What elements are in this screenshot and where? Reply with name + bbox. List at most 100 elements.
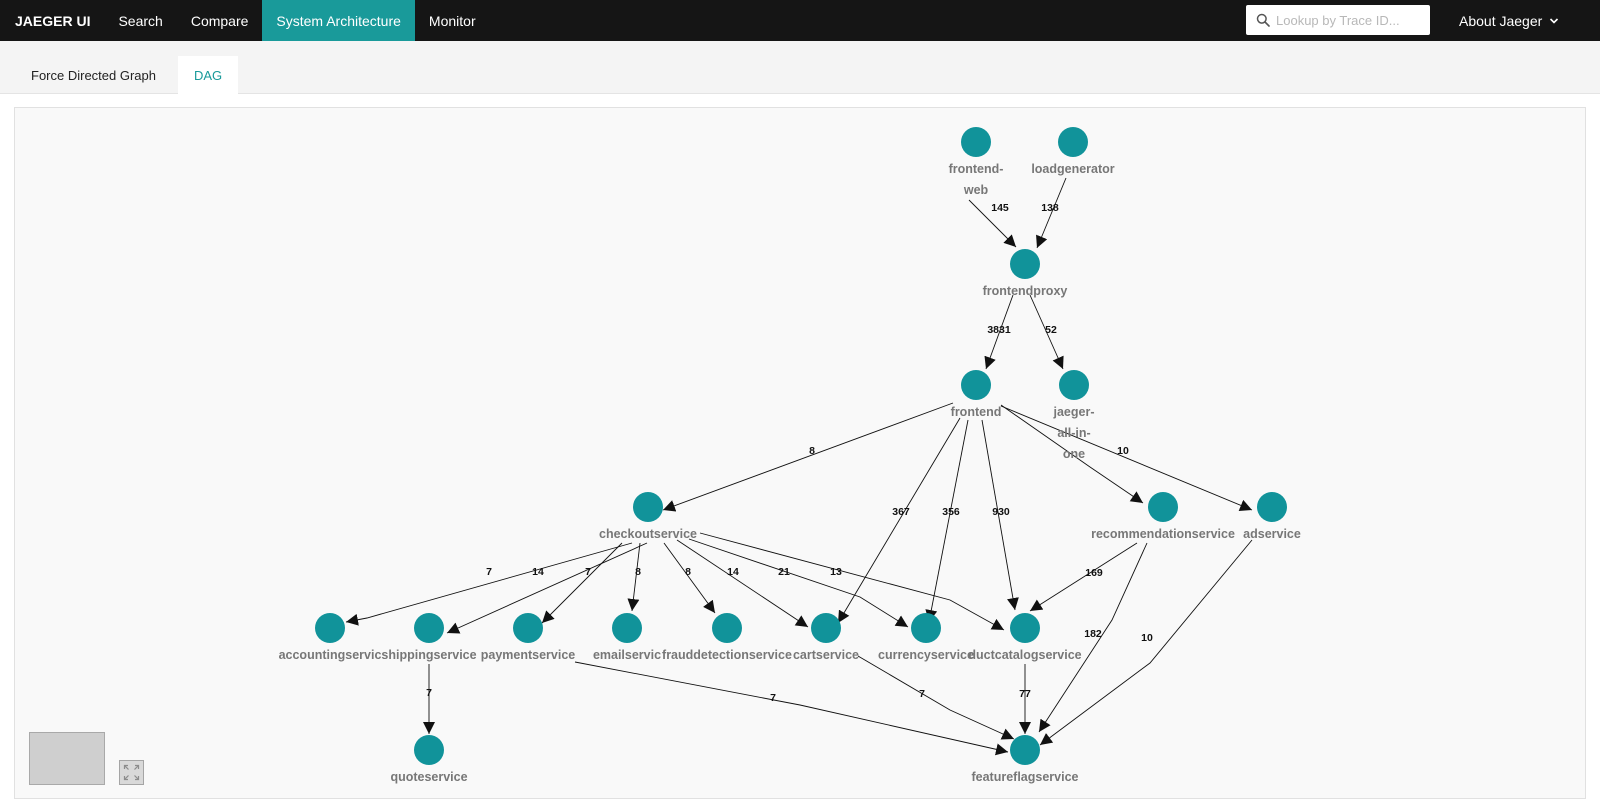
edge-productcatalogservice-to-featureflagservice: 77 [1019, 664, 1031, 734]
edge-line [1039, 539, 1253, 746]
service-node-label: one [1063, 447, 1085, 461]
node-productcatalogservice[interactable]: ductcatalogservice [968, 613, 1082, 662]
edge-checkoutservice-to-paymentservice: 7 [541, 542, 623, 624]
service-node-circle[interactable] [1148, 492, 1178, 522]
nav-item-monitor[interactable]: Monitor [428, 12, 476, 29]
node-jaeger-all-in-one[interactable]: jaeger-all-in-one [1053, 370, 1095, 461]
brand-logo[interactable]: JAEGER UI [15, 12, 91, 29]
service-node-label: cartservice [793, 648, 859, 662]
service-node-circle[interactable] [961, 370, 991, 400]
edge-line [663, 542, 716, 614]
node-frontend[interactable]: frontend [951, 370, 1002, 419]
service-node-label: all-in- [1057, 426, 1090, 440]
node-loadgenerator[interactable]: loadgenerator [1031, 127, 1115, 176]
edge-call-count: 8 [685, 566, 691, 578]
edge-line [541, 542, 623, 624]
service-node-circle[interactable] [1010, 249, 1040, 279]
tab-dag[interactable]: DAG [178, 56, 239, 94]
edge-line [1029, 294, 1064, 370]
service-node-circle[interactable] [633, 492, 663, 522]
edge-checkoutservice-to-frauddetectionservice: 8 [663, 542, 716, 614]
node-paymentservice[interactable]: paymentservice [481, 613, 576, 662]
edge-checkoutservice-to-shippingservice: 14 [446, 542, 648, 634]
edge-call-count: 52 [1045, 324, 1057, 336]
search-icon [1256, 13, 1270, 27]
service-node-circle[interactable] [911, 613, 941, 643]
edge-paymentservice-to-featureflagservice: 7 [574, 661, 1009, 756]
node-adservice[interactable]: adservice [1243, 492, 1301, 541]
node-cartservice[interactable]: cartservice [793, 613, 859, 662]
fit-to-view-button[interactable] [119, 760, 144, 785]
service-node-label: adservice [1243, 527, 1301, 541]
edge-call-count: 356 [942, 506, 960, 518]
service-node-label: frontend [951, 405, 1002, 419]
service-node-circle[interactable] [961, 127, 991, 157]
service-node-circle[interactable] [414, 613, 444, 643]
node-shippingservice[interactable]: shippingservice [381, 613, 477, 662]
service-node-label: featureflagservice [971, 770, 1078, 784]
node-frontend-web[interactable]: frontend-web [949, 127, 1004, 197]
about-jaeger-menu[interactable]: About Jaeger [1459, 0, 1559, 41]
node-quoteservice[interactable]: quoteservice [390, 735, 468, 784]
edge-call-count: 77 [1019, 688, 1031, 700]
node-emailservice[interactable]: emailservic [593, 613, 661, 662]
service-node-label: jaeger- [1053, 405, 1095, 419]
edge-call-count: 3831 [987, 324, 1011, 336]
service-node-label: frontendproxy [983, 284, 1068, 298]
service-node-circle[interactable] [513, 613, 543, 643]
nav-item-system-architecture[interactable]: System Architecture [262, 0, 415, 41]
about-jaeger-label: About Jaeger [1459, 12, 1543, 29]
edge-line [1038, 542, 1148, 733]
node-frontendproxy[interactable]: frontendproxy [983, 249, 1068, 298]
edge-line [857, 655, 1015, 740]
service-node-circle[interactable] [1059, 370, 1089, 400]
edge-frontend-to-currencyservice: 356 [925, 419, 969, 623]
node-recommendationservice[interactable]: recommendationservice [1091, 492, 1235, 541]
service-node-label: recommendationservice [1091, 527, 1235, 541]
edge-frontend-to-checkoutservice: 8 [662, 402, 954, 512]
node-currencyservice[interactable]: currencyservice [878, 613, 974, 662]
edge-frontend-to-cartservice: 367 [837, 417, 961, 624]
edge-shippingservice-to-quoteservice: 7 [423, 664, 435, 734]
view-tabs: Force Directed Graph DAG [0, 41, 1600, 94]
dag-canvas[interactable] [14, 107, 1586, 799]
service-node-label: checkoutservice [599, 527, 697, 541]
service-node-label: emailservic [593, 648, 661, 662]
chevron-down-icon [1550, 17, 1559, 24]
edge-frontendproxy-to-frontend: 3831 [984, 294, 1014, 370]
edge-call-count: 10 [1141, 632, 1153, 644]
service-node-circle[interactable] [811, 613, 841, 643]
node-featureflagservice[interactable]: featureflagservice [971, 735, 1079, 784]
service-node-circle[interactable] [612, 613, 642, 643]
node-accountingservice[interactable]: accountingservic [279, 613, 382, 662]
service-node-circle[interactable] [712, 613, 742, 643]
service-node-circle[interactable] [1010, 735, 1040, 765]
service-node-circle[interactable] [1257, 492, 1287, 522]
edge-line [345, 542, 633, 626]
service-node-circle[interactable] [414, 735, 444, 765]
service-node-circle[interactable] [315, 613, 345, 643]
service-node-label: currencyservice [878, 648, 974, 662]
service-node-label: frauddetectionservice [662, 648, 792, 662]
edge-checkoutservice-to-currencyservice: 21 [688, 538, 909, 628]
edge-call-count: 930 [992, 506, 1010, 518]
nav-item-search[interactable]: Search [118, 12, 163, 29]
node-frauddetectionservice[interactable]: frauddetectionservice [662, 613, 792, 662]
edge-call-count: 145 [991, 202, 1009, 214]
tab-force-directed-graph[interactable]: Force Directed Graph [31, 67, 156, 83]
edge-call-count: 7 [770, 692, 776, 704]
service-node-circle[interactable] [1010, 613, 1040, 643]
trace-id-input[interactable] [1276, 12, 1426, 28]
edge-line [1000, 405, 1253, 511]
edge-call-count: 14 [727, 566, 739, 578]
graph-minimap[interactable] [29, 732, 105, 785]
service-node-circle[interactable] [1058, 127, 1088, 157]
node-checkoutservice[interactable]: checkoutservice [599, 492, 697, 541]
edge-call-count: 367 [892, 506, 910, 518]
edge-cartservice-to-featureflagservice: 7 [857, 655, 1015, 740]
edge-recommendationservice-to-productcatalogservice: 169 [1029, 542, 1138, 612]
trace-id-search[interactable] [1246, 5, 1430, 35]
top-navbar: JAEGER UI Search Compare System Architec… [0, 0, 1600, 41]
nav-item-compare[interactable]: Compare [190, 12, 249, 29]
